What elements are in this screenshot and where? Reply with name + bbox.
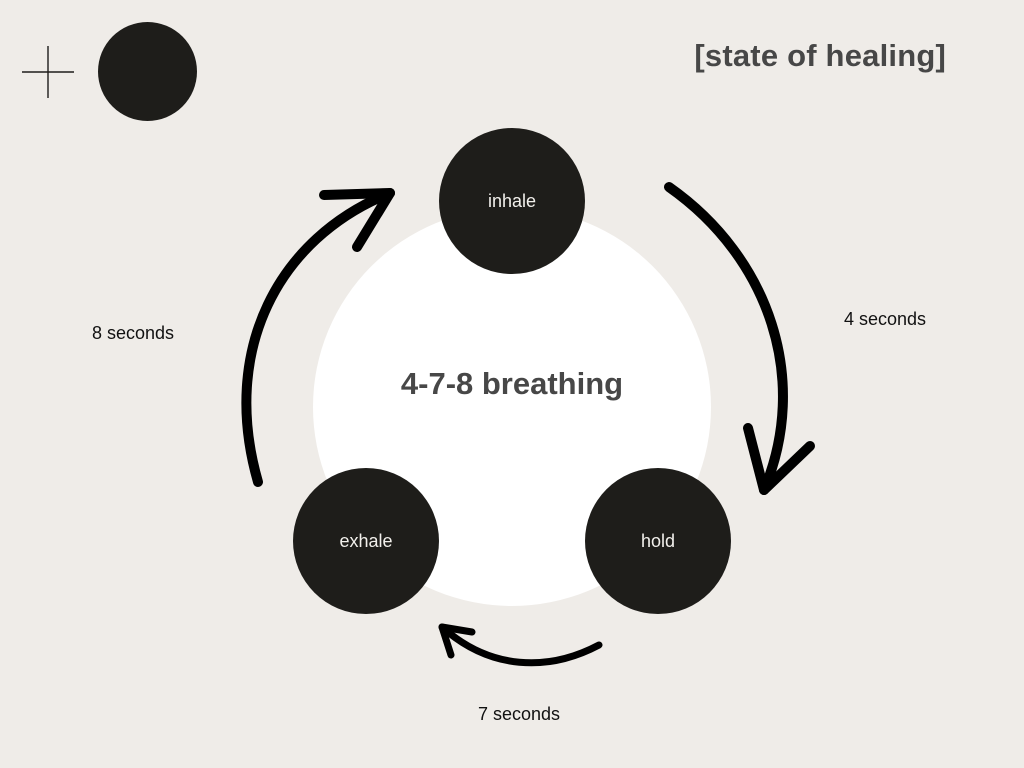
arrowhead-hold-to-exhale-icon [438,623,476,659]
arrow-inhale-to-hold-icon [664,182,788,495]
step-hold-label: hold [640,530,676,551]
step-exhale-label: exhale [339,530,393,551]
arrowhead-exhale-to-inhale-icon [319,188,395,252]
dot-icon [98,22,197,121]
arrow-exhale-to-inhale-icon [241,188,395,487]
duration-exhale-to-inhale: 8 seconds [92,323,175,343]
plus-icon [22,46,74,98]
step-hold: hold [585,468,731,614]
arrowhead-inhale-to-hold-icon [743,423,815,495]
arrow-hold-to-exhale-icon [438,623,603,667]
diagram-title: 4-7-8 breathing [400,366,624,401]
duration-hold-to-exhale: 7 seconds [478,704,561,724]
step-exhale: exhale [293,468,439,614]
step-inhale-label: inhale [487,190,537,211]
brand-title: [state of healing] [694,38,946,73]
step-inhale: inhale [439,128,585,274]
duration-inhale-to-hold: 4 seconds [844,309,927,329]
